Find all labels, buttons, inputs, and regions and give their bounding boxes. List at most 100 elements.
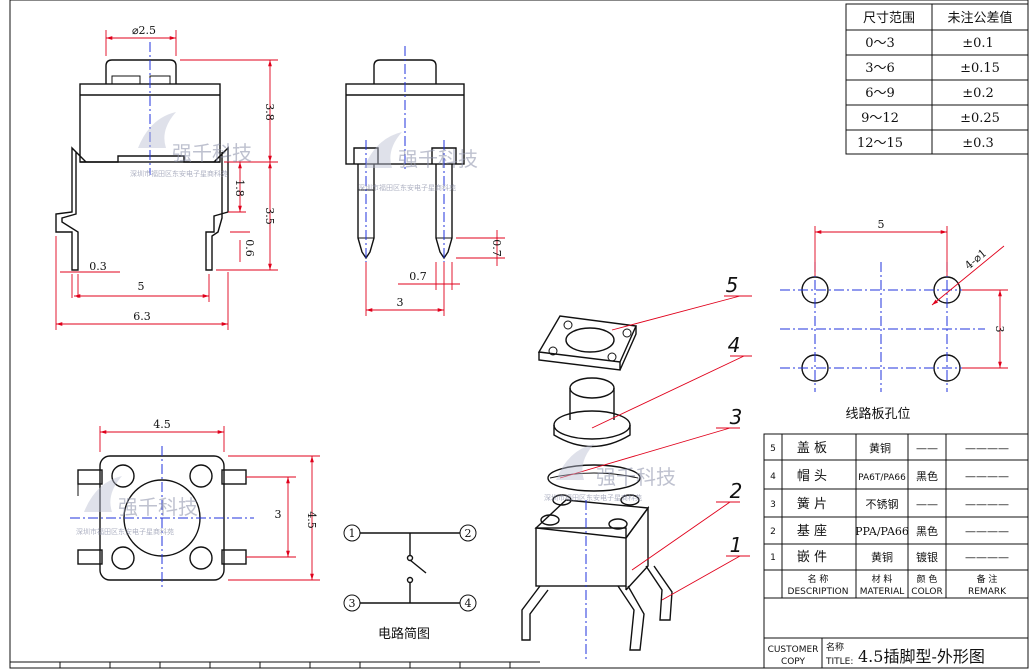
bom-no: 5: [770, 444, 776, 454]
watermark-3: 强千科技 深圳市福田区东安电子星商科苑: [76, 476, 198, 536]
watermark-sub: 深圳市福田区东安电子星商科苑: [358, 183, 456, 192]
watermark-main: 强千科技: [118, 495, 198, 519]
pin-label-4: 4: [465, 597, 472, 610]
bom-header-material-cn: 材 料: [872, 573, 893, 585]
bom-material: 黄铜: [869, 441, 891, 455]
bom-no: 1: [770, 553, 776, 563]
bom-material: PA6T/PA66: [858, 473, 906, 483]
tol-range: 0～3: [865, 36, 895, 51]
sheet-border: [9, 0, 1029, 669]
watermark-4: 强千科技 深圳市福田区东安电子星商科苑: [544, 444, 676, 502]
bom-header-color-en: COLOR: [911, 587, 942, 597]
watermark-sub: 深圳市福田区东安电子星商科苑: [76, 527, 174, 536]
dim-bottom-height: 4.5: [305, 511, 318, 529]
bom-no: 4: [770, 472, 776, 482]
bom-remark: ————: [965, 442, 1009, 455]
watermark-main: 强千科技: [596, 465, 676, 489]
bom-remark: ————: [965, 551, 1009, 564]
bom-header-name-en: DESCRIPTION: [788, 587, 849, 597]
bottom-ticks: [59, 662, 511, 668]
pin-label-3: 3: [349, 597, 356, 610]
bom-header-material-en: MATERIAL: [860, 587, 905, 597]
tol-value: ±0.3: [962, 136, 994, 151]
drawing-title: 4.5插脚型-外形图: [858, 647, 985, 666]
bom-remark: ————: [965, 498, 1009, 511]
dim-pin-thickness: 0.3: [89, 260, 107, 273]
bom-material: 不锈钢: [866, 498, 899, 511]
tol-header-range: 尺寸范围: [863, 11, 915, 26]
tol-value: ±0.15: [960, 61, 1000, 76]
bottom-view: 4.5 3 4.5: [70, 418, 320, 590]
bom-name: 帽 头: [797, 468, 827, 484]
pcb-caption: 线路板孔位: [845, 406, 910, 422]
tolerance-table: 尺寸范围 未注公差值 0～3 ±0.1 3～6 ±0.15 6～9 ±0.2 9…: [845, 3, 1029, 155]
bom-name: 基 座: [797, 524, 827, 539]
watermark-main: 强千科技: [398, 147, 478, 171]
bom-color: 黑色: [916, 469, 938, 483]
pin-label-1: 1: [349, 527, 356, 540]
bom-color: 镀银: [916, 550, 938, 564]
dim-overall-width: 6.3: [133, 310, 151, 323]
pcb-hole-layout: 5 3 4-⌀1 线路板孔位: [780, 218, 1008, 422]
bom-no: 2: [770, 527, 776, 537]
dim-body-height: 1.8: [233, 179, 246, 197]
customer-label: CUSTOMER: [768, 645, 819, 655]
title-label: TITLE:: [825, 657, 853, 667]
bom-header-remark-en: REMARK: [968, 587, 1007, 597]
tol-header-value: 未注公差值: [947, 10, 1012, 26]
bom-header-name-cn: 名 称: [808, 573, 829, 585]
bom-remark: ————: [965, 525, 1009, 538]
front-view: ⌀2.5 3.8 1.8 3.5 0.6 0.3 5 6.3: [55, 24, 278, 330]
callout-5: 5: [726, 273, 739, 297]
dim-pcb-pitch-y: 3: [993, 326, 1006, 333]
tol-range: 9～12: [861, 111, 899, 126]
tol-range: 6～9: [865, 86, 895, 101]
dim-side-tip: 0.7: [490, 239, 503, 257]
bom-material: 黄铜: [871, 550, 893, 564]
callout-1: 1: [730, 533, 743, 557]
bom-color: ——: [916, 442, 938, 455]
tol-range: 12～15: [857, 136, 903, 151]
dim-pin-length: 3.5: [263, 207, 276, 225]
dim-bottom-width: 4.5: [153, 418, 171, 431]
bom-no: 3: [770, 500, 776, 510]
pin-label-2: 2: [465, 527, 472, 540]
dim-pin-tip: 0.6: [243, 239, 256, 257]
bom-color: 黑色: [916, 524, 938, 538]
watermark-main: 强千科技: [172, 141, 252, 165]
bom-header-remark-cn: 备 注: [977, 573, 998, 585]
bom-name: 嵌 件: [797, 550, 827, 565]
title-block: CUSTOMER COPY 名称 TITLE: 4.5插脚型-外形图: [763, 597, 1029, 669]
copy-label: COPY: [781, 657, 806, 667]
watermark-1: 强千科技 深圳市福田区东安电子星商科苑: [130, 112, 252, 178]
dim-diameter: ⌀2.5: [132, 24, 156, 37]
dim-side-pin-width: 0.7: [409, 270, 427, 283]
callout-2: 2: [730, 479, 743, 503]
tol-value: ±0.2: [962, 86, 994, 101]
tol-value: ±0.25: [960, 111, 1000, 126]
circuit-diagram: 1 2 3 4 电路简图: [343, 524, 477, 642]
watermark-2: 强千科技 深圳市福田区东安电子星商科苑: [358, 132, 478, 192]
bom-table: 5 盖 板 黄铜 —— ———— 4 帽 头 PA6T/PA66 黑色 ————…: [763, 433, 1029, 599]
bom-name: 盖 板: [797, 441, 827, 456]
dim-bottom-pitch: 3: [275, 508, 282, 521]
name-cn-label: 名称: [826, 641, 844, 653]
dim-pin-pitch: 5: [138, 280, 145, 293]
circuit-caption: 电路简图: [378, 626, 430, 642]
tol-value: ±0.1: [962, 36, 994, 51]
callout-3: 3: [730, 405, 743, 429]
bom-material: PPA/PA66: [855, 525, 909, 538]
watermark-sub: 深圳市福田区东安电子星商科苑: [130, 169, 228, 178]
dim-total-height: 3.8: [263, 103, 276, 121]
dim-pcb-pitch-x: 5: [878, 218, 885, 231]
tol-range: 3～6: [865, 61, 895, 76]
dim-pcb-hole: 4-⌀1: [962, 247, 989, 273]
exploded-view: 5 4 3 2 1: [521, 273, 752, 660]
bom-color: ——: [916, 498, 938, 511]
callout-4: 4: [728, 333, 741, 357]
bom-header-color-cn: 颜 色: [917, 573, 938, 585]
watermark-sub: 深圳市福田区东安电子星商科苑: [544, 493, 642, 502]
side-view: 0.7 0.7 3: [345, 46, 505, 316]
bom-remark: ————: [965, 470, 1009, 483]
